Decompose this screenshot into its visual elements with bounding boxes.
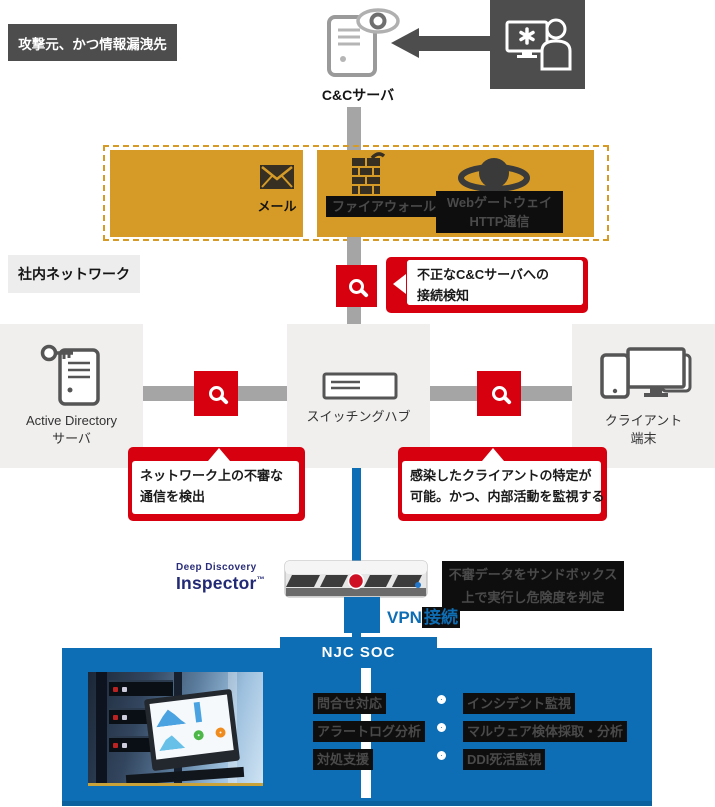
attacker-box <box>490 0 585 89</box>
ad-server-label: Active Directory サーバ <box>25 413 118 446</box>
cnc-server-label: C&Cサーバ <box>321 87 395 103</box>
ring-icon <box>437 723 446 732</box>
vpn-icon <box>344 597 380 633</box>
cnc-server-icon <box>312 4 404 87</box>
mail-icon <box>259 162 295 197</box>
client-detection-bubble: 感染したクライアントの特定が 可能。かつ、内部活動を監視する <box>398 447 607 521</box>
soc-item-response-support: 対処支援 <box>313 749 374 770</box>
cnc-detection-bubble: 不正なC&Cサーバへの 接続検知 <box>386 257 588 313</box>
attack-arrow-head <box>391 28 419 58</box>
server-room-photo <box>88 672 263 786</box>
soc-item-alert-log: アラートログ分析 <box>313 721 426 742</box>
detection-point-2 <box>194 371 238 416</box>
hub-to-soc-line <box>352 468 361 648</box>
detection-point-3 <box>477 371 521 416</box>
internal-network-label: 社内ネットワーク <box>8 255 140 293</box>
soc-item-incident-monitoring: インシデント監視 <box>463 693 576 714</box>
sandbox-note: 不審データをサンドボックス 上で実行し危険度を判定 <box>442 561 624 611</box>
switching-hub-icon <box>322 372 398 405</box>
soc-panel-bottom-edge <box>62 801 652 806</box>
attack-source-label: 攻撃元、かつ情報漏洩先 <box>8 24 177 61</box>
magnifier-icon <box>491 386 507 401</box>
njc-soc-title: NJC SOC <box>280 637 437 668</box>
mail-label: メール <box>257 199 297 214</box>
cnc-down-line <box>347 107 361 150</box>
ddi-appliance-image <box>284 555 428 607</box>
switching-hub-label: スイッチングハブ <box>306 409 411 424</box>
client-label: クライアント 端末 <box>604 413 683 446</box>
cnc-detection-text: 不正なC&Cサーバへの 接続検知 <box>407 260 583 305</box>
client-devices-icon <box>598 345 698 412</box>
network-detection-text: ネットワーク上の不審な 通信を検出 <box>132 461 299 514</box>
firewall-icon <box>346 150 386 201</box>
web-gateway-icon <box>456 156 532 201</box>
soc-item-ddi-monitoring: DDI死活監視 <box>463 749 546 770</box>
client-detection-text: 感染したクライアントの特定が 可能。かつ、内部活動を監視する <box>402 461 604 514</box>
attacker-icon <box>504 13 572 76</box>
console-monitor <box>143 688 241 772</box>
magnifier-icon <box>208 386 224 401</box>
attack-arrow-bar <box>418 36 490 51</box>
ad-server-icon <box>40 342 106 413</box>
firewall-label: ファイアウォール <box>326 196 443 217</box>
detection-point-1 <box>336 265 377 307</box>
deep-discovery-inspector-logo: Deep Discovery Inspector™ <box>176 562 265 593</box>
magnifier-icon <box>349 278 364 294</box>
web-gateway-label: Webゲートウェイ HTTP通信 <box>436 191 563 233</box>
gateway-band-left <box>110 150 303 237</box>
ring-icon <box>437 751 446 760</box>
soc-item-inquiry: 問合せ対応 <box>313 693 387 714</box>
network-detection-bubble: ネットワーク上の不審な 通信を検出 <box>128 447 305 521</box>
soc-item-malware-analysis: マルウェア検体採取・分析 <box>463 721 628 742</box>
ring-icon <box>437 695 446 704</box>
